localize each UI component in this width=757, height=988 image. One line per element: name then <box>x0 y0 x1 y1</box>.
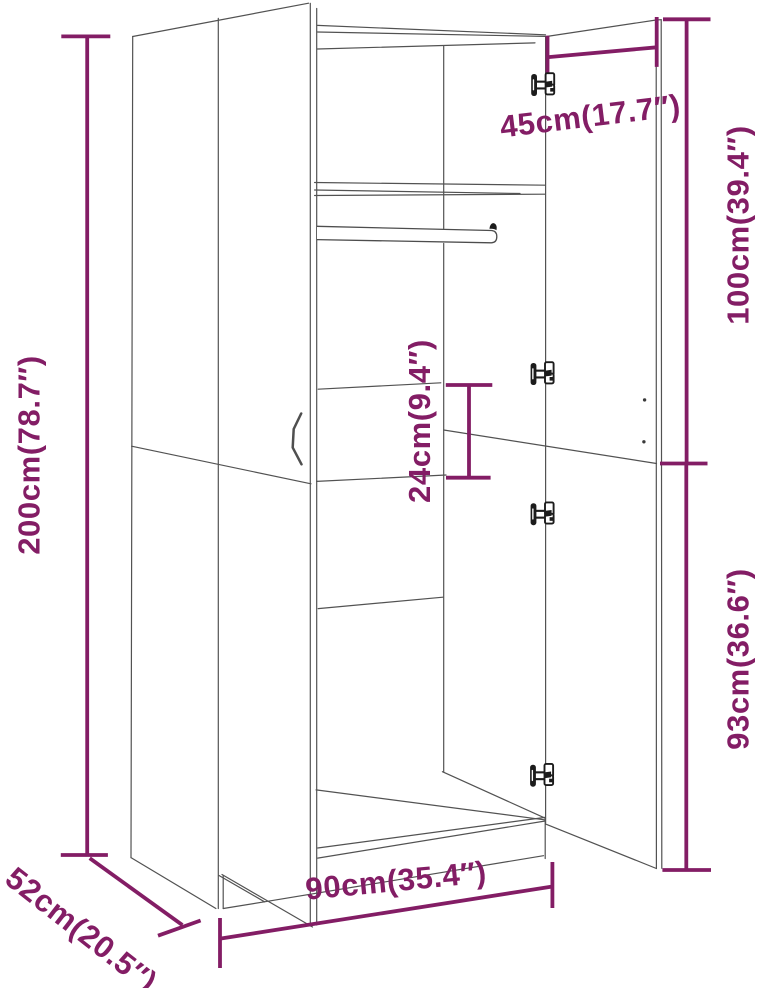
svg-text:200cm(78.7″): 200cm(78.7″) <box>12 355 47 555</box>
svg-text:24cm(9.4″): 24cm(9.4″) <box>402 339 437 503</box>
svg-text:100cm(39.4″): 100cm(39.4″) <box>721 125 756 325</box>
svg-text:93cm(36.6″): 93cm(36.6″) <box>721 568 756 750</box>
